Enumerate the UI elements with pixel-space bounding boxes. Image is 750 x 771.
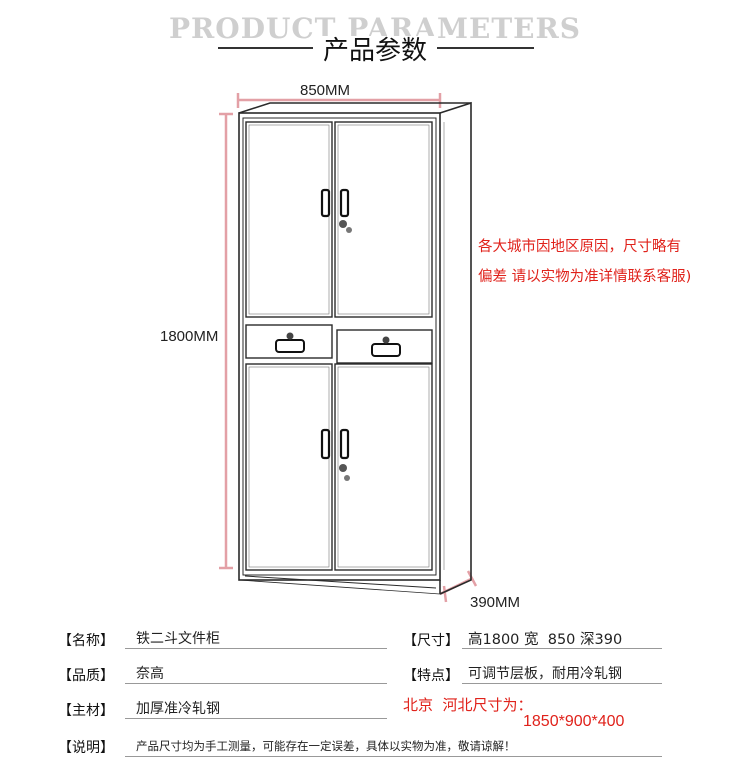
lower-doors: [245, 363, 433, 571]
feature-value: 可调节层板，耐用冷轧钢: [468, 666, 622, 682]
region-size: 1850*900*400: [523, 713, 625, 730]
divider: [462, 683, 662, 684]
name-key: 【名称】: [58, 633, 114, 649]
size-value: 高1800 宽 850 深390: [468, 632, 623, 648]
brand-key: 【品质】: [58, 668, 114, 684]
height-label: 1800MM: [160, 328, 219, 345]
width-label: 850MM: [300, 82, 351, 99]
drawer-handles: [275, 332, 401, 357]
divider: [125, 718, 387, 719]
material-value: 加厚准冷轧钢: [136, 701, 220, 717]
divider: [125, 756, 662, 757]
cabinet-body: [238, 101, 472, 595]
divider: [462, 648, 662, 649]
brand-value: 奈高: [136, 666, 164, 682]
title-cn: 产品参数: [0, 30, 750, 67]
region-note: 北京 河北尺寸为：: [403, 696, 533, 714]
size-note: 各大城市因地区原因，尺寸略有 偏差 请以实物为准详情联系客服): [478, 232, 750, 292]
upper-handles: [320, 188, 352, 233]
size-note-line1: 各大城市因地区原因，尺寸略有: [478, 239, 681, 255]
lower-handles: [320, 428, 350, 481]
divider: [125, 683, 387, 684]
size-note-line2: 偏差 请以实物为准详情联系客服): [478, 269, 692, 285]
desc-value: 产品尺寸均为手工测量，可能存在一定误差，具体以实物为准，敬请谅解！: [136, 739, 516, 753]
size-key: 【尺寸】: [403, 633, 459, 649]
drawers: [245, 324, 433, 364]
desc-key: 【说明】: [58, 740, 114, 756]
name-value: 铁二斗文件柜: [136, 631, 220, 647]
dimension-lines: [219, 93, 478, 603]
material-key: 【主材】: [58, 703, 114, 719]
divider: [125, 648, 387, 649]
feature-key: 【特点】: [403, 668, 459, 684]
depth-label: 390MM: [470, 594, 521, 611]
upper-doors: [245, 121, 433, 318]
